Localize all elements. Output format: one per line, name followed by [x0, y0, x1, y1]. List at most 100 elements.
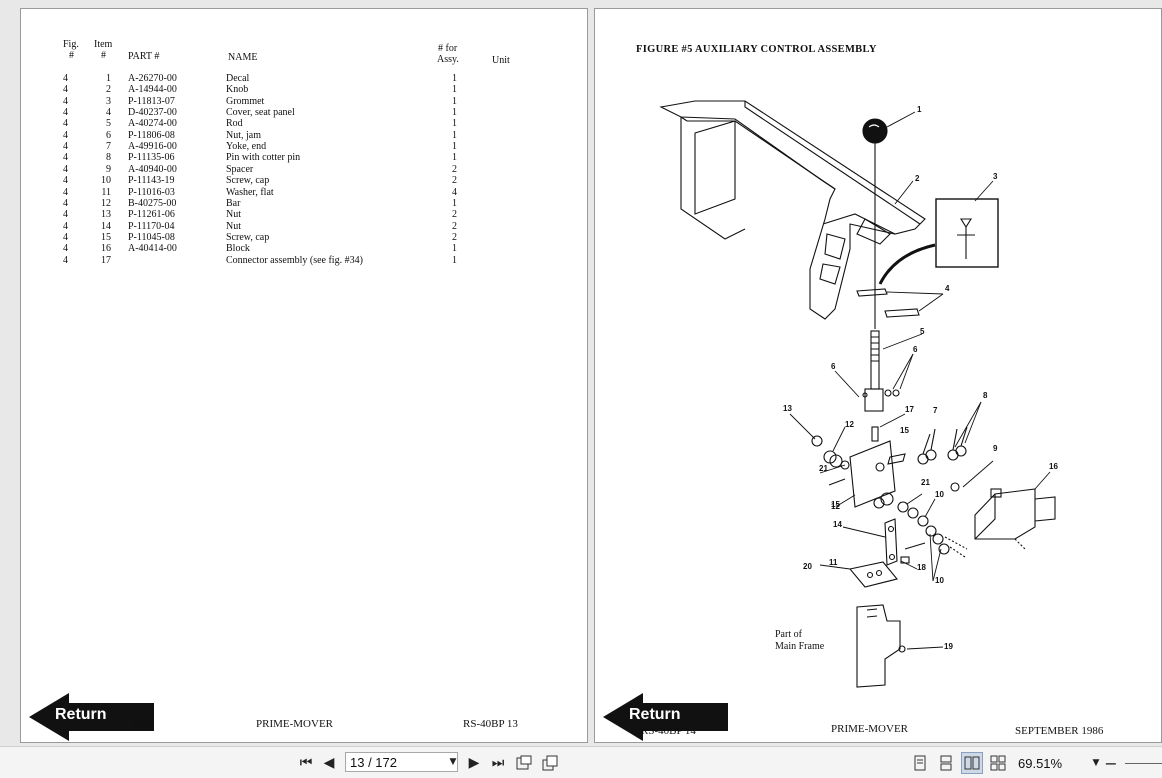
row-name: Connector assembly (see fig. #34): [226, 254, 363, 266]
callout-12: 12: [831, 502, 840, 511]
row-name: Decal: [226, 73, 250, 84]
callout-11: 11: [829, 558, 838, 567]
row-qty: 1: [452, 118, 457, 130]
header-item-2: #: [101, 50, 106, 61]
row-part: A-26270-00: [128, 73, 177, 84]
fit-width-icon[interactable]: [513, 752, 535, 774]
footer-left: 1986: [132, 718, 154, 730]
zoom-out-icon[interactable]: −: [1104, 753, 1118, 773]
row-name: Bar: [226, 197, 241, 209]
row-fig: 4: [63, 220, 68, 232]
last-page-icon[interactable]: ⏭: [491, 755, 505, 771]
callout-4: 4: [945, 284, 950, 293]
row-name: Washer, flat: [226, 186, 274, 198]
two-page-continuous-icon[interactable]: [987, 752, 1009, 774]
callout-2: 2: [915, 174, 920, 183]
row-name: Nut, jam: [226, 129, 261, 141]
zoom-level[interactable]: 69.51%: [1018, 756, 1063, 771]
row-qty: 1: [452, 84, 457, 96]
page-dropdown-icon[interactable]: ▼: [449, 757, 457, 767]
row-part: P-11135-06: [128, 152, 175, 164]
callout-10: 10: [935, 576, 944, 585]
zoom-dropdown-icon[interactable]: ▼: [1092, 758, 1100, 768]
page-number-input[interactable]: [345, 752, 458, 772]
row-name: Rod: [226, 118, 243, 130]
row-part: A-14944-00: [128, 84, 177, 96]
row-name: Screw, cap: [226, 175, 270, 187]
row-part: P-11016-03: [128, 186, 175, 198]
row-name: Spacer: [226, 163, 254, 175]
row-part: P-11813-07: [128, 95, 175, 107]
row-part: A-40940-00: [128, 163, 177, 175]
row-qty: 1: [452, 197, 457, 209]
callout-15: 15: [900, 426, 909, 435]
footer-center: PRIME-MOVER: [256, 718, 334, 730]
row-item: 17: [101, 254, 111, 266]
row-fig: 4: [63, 209, 68, 221]
continuous-page-icon[interactable]: [935, 752, 957, 774]
frame-label-2: Main Frame: [775, 641, 825, 652]
row-name: Knob: [226, 84, 249, 96]
callout-16: 16: [1049, 462, 1058, 471]
first-page-icon[interactable]: ⏮: [299, 755, 313, 771]
row-item: 15: [101, 231, 111, 243]
next-page-icon[interactable]: ▶: [468, 755, 480, 771]
row-name: Block: [226, 243, 250, 255]
callout-13: 13: [783, 404, 792, 413]
return-button-right[interactable]: Return: [603, 693, 733, 741]
row-fig: 4: [63, 254, 68, 266]
row-fig: 4: [63, 175, 68, 187]
row-qty: 1: [452, 73, 457, 84]
header-name: NAME: [228, 52, 258, 63]
callout-3: 3: [993, 172, 998, 181]
pdf-toolbar: ⏮ ◀ ▼ ▶ ⏭ 69.51% ▼ −: [0, 746, 1162, 778]
prev-page-icon[interactable]: ◀: [323, 755, 335, 771]
row-qty: 1: [452, 141, 457, 153]
row-name: Nut: [226, 209, 241, 221]
single-page-icon[interactable]: [909, 752, 931, 774]
callout-19: 19: [944, 642, 953, 651]
row-fig: 4: [63, 197, 68, 209]
row-part: P-11806-08: [128, 129, 175, 141]
row-item: 13: [101, 209, 111, 221]
callout-18: 18: [917, 563, 926, 572]
row-item: 14: [101, 220, 111, 232]
row-part: B-40275-00: [128, 197, 177, 209]
callout-20: 20: [803, 562, 812, 571]
row-qty: 2: [452, 231, 457, 243]
zoom-slider-track[interactable]: [1125, 763, 1162, 764]
two-page-icon[interactable]: [961, 752, 983, 774]
fit-page-icon[interactable]: [539, 752, 561, 774]
header-for-assy-1: # for: [438, 43, 458, 54]
row-fig: 4: [63, 84, 68, 96]
callout-1: 1: [917, 105, 922, 114]
row-item: 7: [106, 141, 111, 153]
row-part: P-11261-06: [128, 209, 175, 221]
table-row: 4 2 A-14944-00 Knob 1: [21, 84, 587, 96]
return-button[interactable]: Return: [29, 693, 159, 741]
row-fig: 4: [63, 243, 68, 255]
callout-6: 6: [913, 345, 918, 354]
return-arrow-icon: [29, 693, 154, 741]
row-part: A-40414-00: [128, 243, 177, 255]
header-fig-2: #: [69, 50, 74, 61]
row-fig: 4: [63, 231, 68, 243]
row-item: 8: [106, 152, 111, 164]
row-item: 2: [106, 84, 111, 96]
row-fig: 4: [63, 141, 68, 153]
row-name: Pin with cotter pin: [226, 152, 301, 164]
row-qty: 1: [452, 129, 457, 141]
row-name: Yoke, end: [226, 141, 267, 153]
row-qty: 2: [452, 220, 457, 232]
